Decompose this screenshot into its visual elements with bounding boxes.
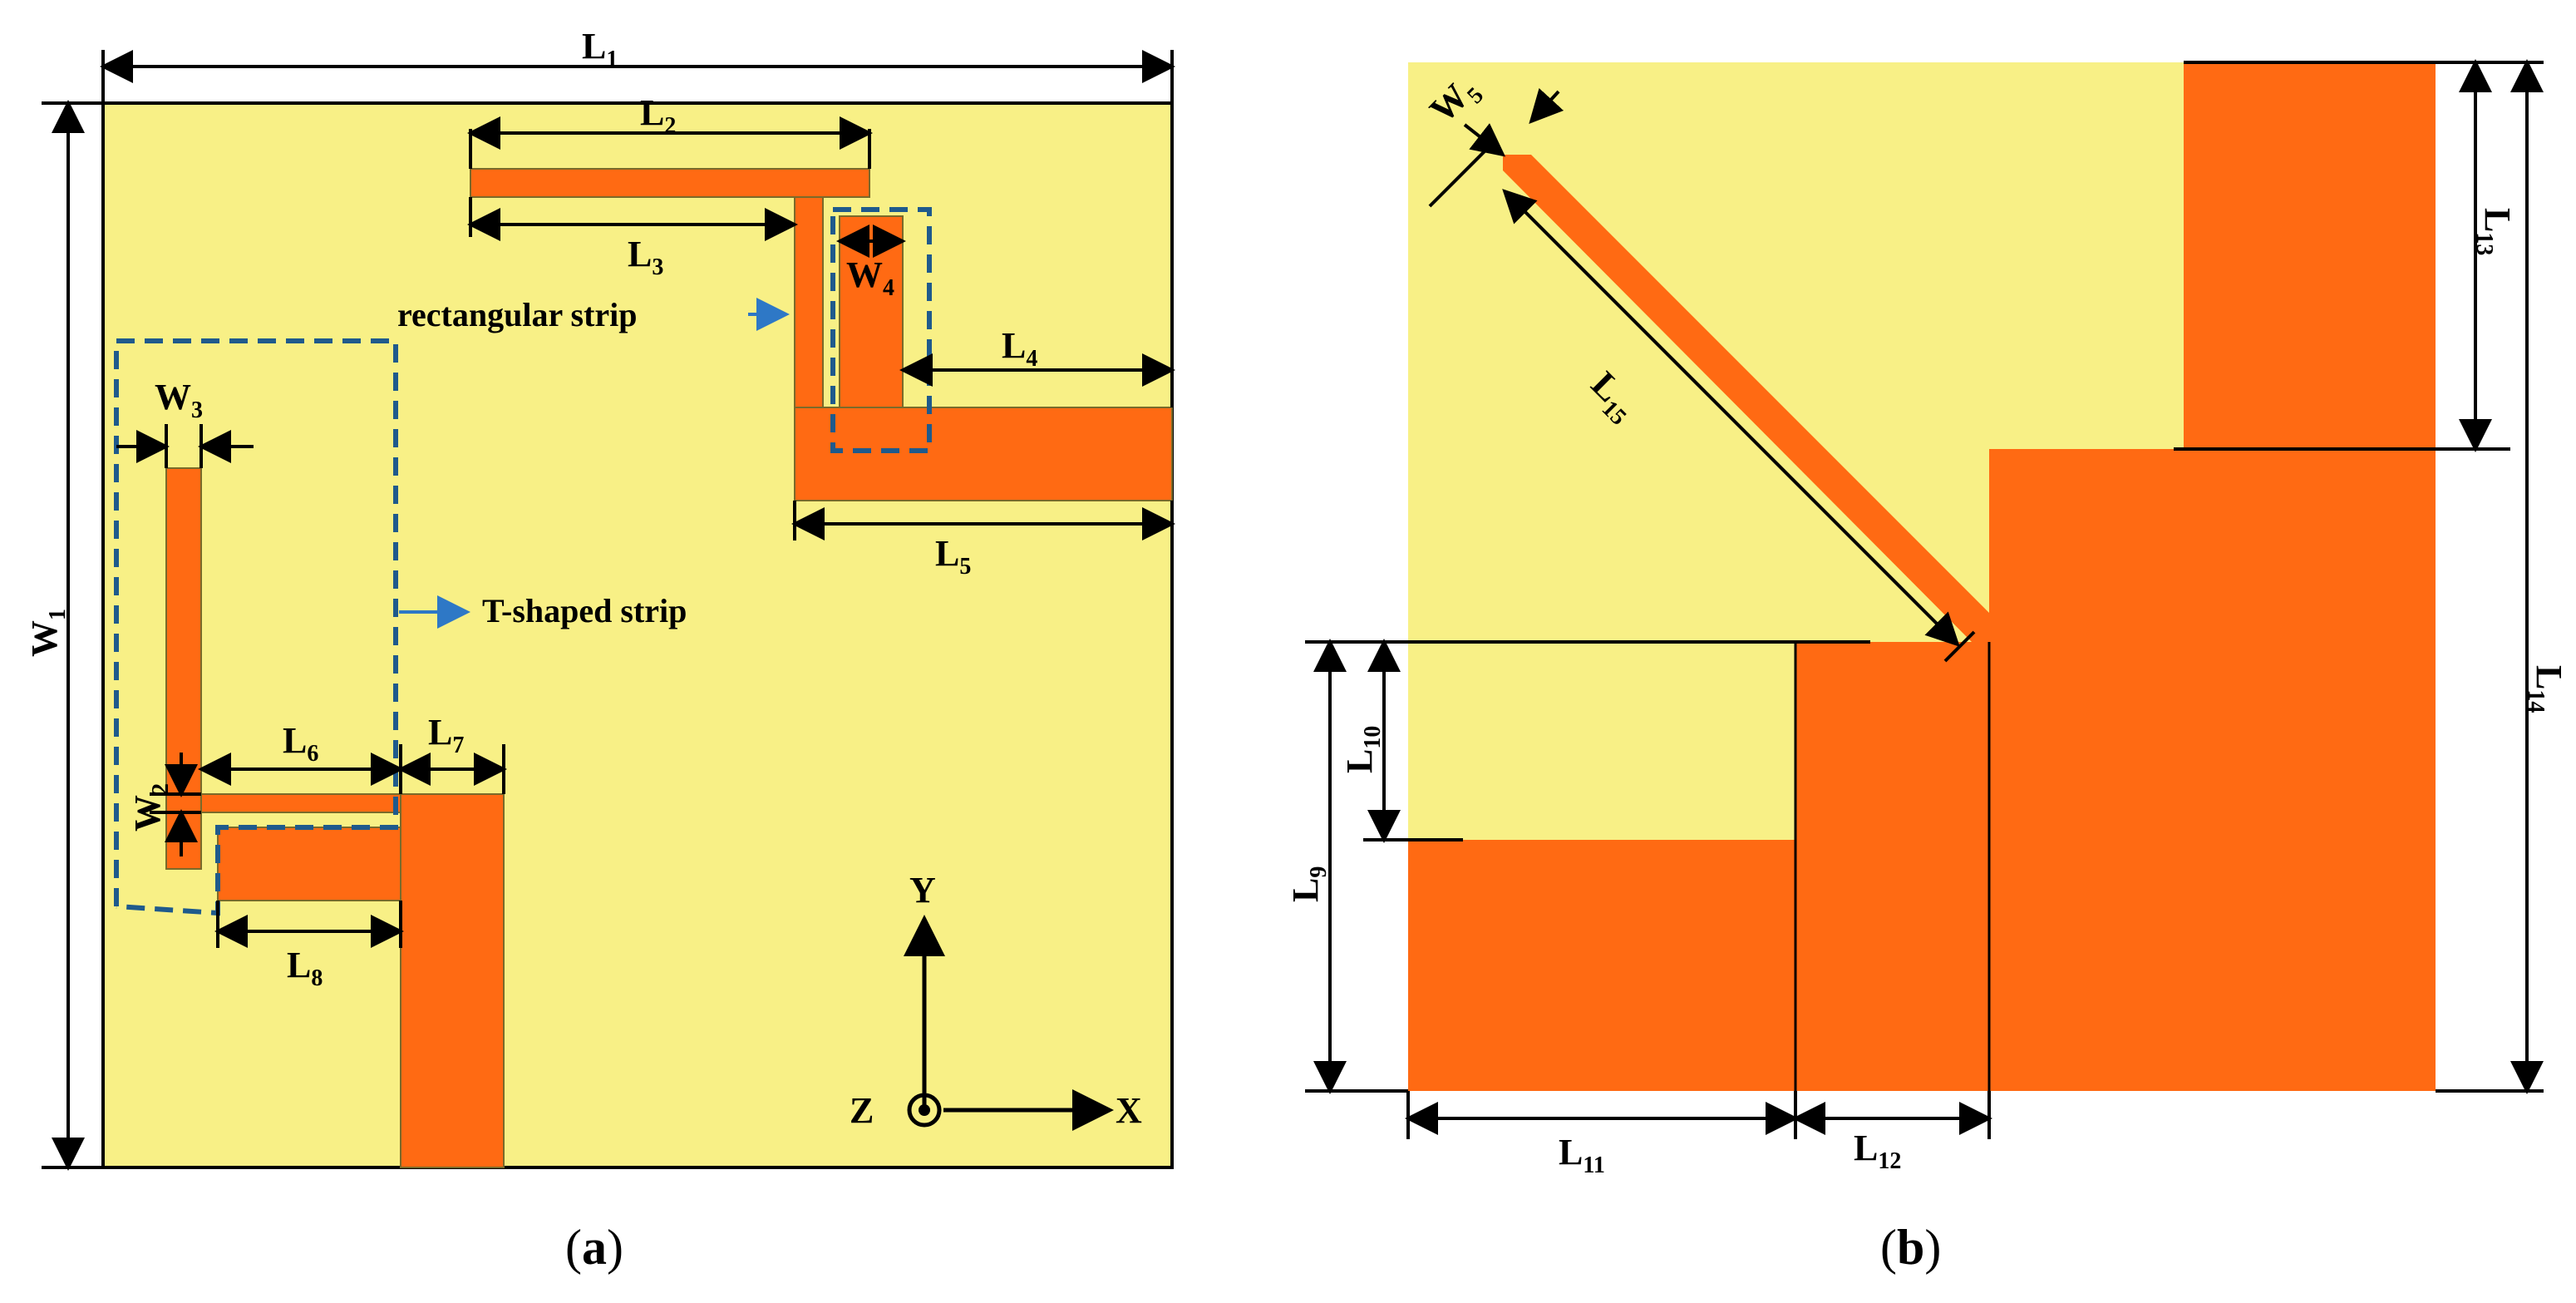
- label-L14: L14: [2523, 665, 2569, 713]
- label-L2: L2: [640, 92, 676, 139]
- label-L10: L10: [1339, 726, 1386, 773]
- dimension-lines-b: [1305, 59, 2544, 1139]
- label-L7: L7: [428, 712, 464, 758]
- annotation-rectangular-strip: rectangular strip: [397, 296, 638, 333]
- rectangular-strip: [839, 215, 904, 408]
- label-L13: L13: [2471, 208, 2518, 255]
- z-axis-circle: [907, 1093, 942, 1128]
- label-W4: W4: [846, 254, 894, 301]
- coordinate-axes: Y X Z: [850, 870, 1142, 1131]
- label-L1: L1: [582, 26, 618, 72]
- lower-step: [1795, 642, 1989, 1091]
- substrate-a: [101, 101, 1174, 1169]
- axis-label-y: Y: [909, 870, 936, 911]
- label-L6: L6: [283, 720, 318, 767]
- label-L11: L11: [1559, 1132, 1605, 1178]
- thin-horizontal-strip: [200, 793, 401, 813]
- label-L9: L9: [1285, 866, 1332, 902]
- bottom-left-block: [1408, 840, 1795, 1091]
- panel-a: L1 W1 L2 L3 W4 L4 L5 W3 W2 L6 L7 L8 rect…: [24, 26, 1175, 1275]
- top-horizontal-arm: [470, 168, 870, 198]
- label-L4: L4: [1002, 325, 1037, 372]
- middle-step: [1989, 449, 2436, 1091]
- label-L12: L12: [1854, 1128, 1901, 1174]
- top-right-ground: [2184, 62, 2436, 449]
- label-W2: W2: [127, 783, 174, 832]
- annotation-t-shaped-strip: T-shaped strip: [482, 592, 687, 629]
- z-axis-dot: [919, 1104, 930, 1116]
- label-L8: L8: [287, 945, 323, 991]
- label-L5: L5: [935, 533, 971, 580]
- feed-line: [400, 793, 505, 1168]
- label-L3: L3: [628, 234, 663, 280]
- left-vertical-strip: [165, 467, 202, 870]
- axis-label-z: Z: [850, 1090, 874, 1131]
- axis-label-x: X: [1116, 1090, 1142, 1131]
- caption-b: (b): [1880, 1220, 1941, 1275]
- right-feed-block: [794, 407, 1173, 501]
- rect-strip-dashed-box: [830, 207, 932, 453]
- label-W3: W3: [155, 377, 203, 423]
- panel-b: W5 L15 L9 L10 L11 L12 L13 L14 (b): [1285, 59, 2569, 1275]
- dimension-lines-a: [42, 50, 1175, 1171]
- lower-horizontal-block: [217, 827, 401, 901]
- label-W1: W1: [24, 609, 71, 657]
- bottom-structure: [165, 467, 505, 1168]
- top-vertical-stem: [794, 196, 824, 408]
- caption-a: (a): [565, 1220, 623, 1275]
